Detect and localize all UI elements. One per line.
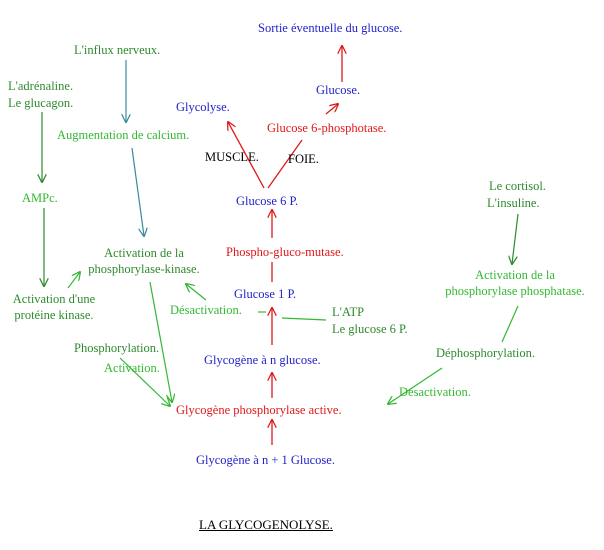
label-glucose-6-phosphotase: Glucose 6-phosphotase. <box>267 121 387 135</box>
label-activation-proteine-line2: protéine kinase. <box>14 308 94 322</box>
label-activation-proteine-kinase: Activation d'une protéine kinase. <box>2 291 106 323</box>
label-glucose-1p: Glucose 1 P. <box>234 287 297 301</box>
label-desactivation-left: Désactivation. <box>170 303 242 317</box>
line-inhibitors-to-pathway <box>281 317 327 321</box>
arrow-desactivation-to-kinase <box>186 284 207 301</box>
label-activation-kinase: Activation de la phosphorylase-kinase. <box>84 245 204 277</box>
label-foie: FOIE. <box>288 152 319 166</box>
arrow-glucose6p-to-glycolyse <box>228 122 265 189</box>
arrow-calcium-to-kinase <box>131 147 144 236</box>
arrow-cortisol-to-phosphatase <box>512 213 519 264</box>
label-glucose: Glucose. <box>316 83 361 97</box>
label-phosphorylation: Phosphorylation. <box>74 341 160 355</box>
arrow-proteine-to-kinase <box>67 272 80 289</box>
label-activation-phosphatase: Activation de la phosphorylase phosphata… <box>426 267 604 299</box>
label-adrenaline: L'adrénaline. <box>8 79 74 93</box>
label-atp: L'ATP <box>332 305 365 319</box>
label-activation-phosphatase-line1: Activation de la <box>475 268 555 282</box>
label-augmentation-calcium: Augmentation de calcium. <box>57 128 190 142</box>
label-dephosphorylation: Déphosphorylation. <box>436 346 535 360</box>
label-insuline: L'insuline. <box>487 196 540 210</box>
diagram-title: LA GLYCOGENOLYSE. <box>199 517 333 532</box>
label-desactivation-right: Désactivation. <box>399 385 471 399</box>
label-ampc: AMPc. <box>22 191 58 205</box>
label-glucose-6p-inhibitor: Le glucose 6 P. <box>332 322 408 336</box>
label-phospho-gluco-mutase: Phospho-gluco-mutase. <box>226 245 344 259</box>
label-activation-kinase-line2: phosphorylase-kinase. <box>88 262 200 276</box>
arrow-kinase-to-phosphorylase <box>149 281 172 402</box>
label-glycogene-n-glucose: Glycogène à n glucose. <box>204 353 321 367</box>
label-glycogene-phosphorylase-active: Glycogène phosphorylase active. <box>176 403 342 417</box>
arrow-dephosphorylation-to-phosphorylase <box>388 367 443 404</box>
arrow-activation-to-phosphorylase <box>119 357 170 406</box>
label-activation-kinase-line1: Activation de la <box>104 246 184 260</box>
label-glycogene-n1-glucose: Glycogène à n + 1 Glucose. <box>196 453 335 467</box>
label-glucose-6p: Glucose 6 P. <box>236 194 299 208</box>
label-influx-nerveux: L'influx nerveux. <box>74 43 161 57</box>
label-activation: Activation. <box>104 361 160 375</box>
label-activation-phosphatase-line2: phosphorylase phosphatase. <box>445 284 585 298</box>
label-activation-proteine-line1: Activation d'une <box>12 292 96 306</box>
label-muscle: MUSCLE. <box>205 150 259 164</box>
arrow-glucose6p-to-phosphotase <box>267 139 303 189</box>
label-glycolyse: Glycolyse. <box>176 100 230 114</box>
label-glucagon: Le glucagon. <box>8 96 74 110</box>
label-sortie-glucose: Sortie éventuelle du glucose. <box>258 21 403 35</box>
label-cortisol: Le cortisol. <box>489 179 546 193</box>
line-phosphatase-to-dephosphorylation <box>501 305 519 343</box>
arrow-phosphotase-to-glucose <box>325 104 338 115</box>
